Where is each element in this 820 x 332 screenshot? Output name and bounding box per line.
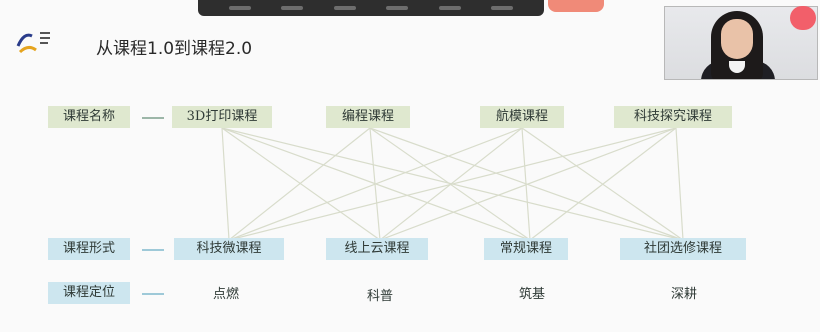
course-position-item: 深耕	[670, 287, 697, 302]
course-name-item: 航模课程	[480, 106, 564, 128]
toolbar-action-button[interactable]	[548, 0, 604, 12]
toolbar-button[interactable]	[281, 6, 304, 10]
arrow-icon	[142, 117, 164, 119]
arrow-icon	[142, 293, 164, 295]
toolbar-button[interactable]	[333, 6, 356, 10]
course-form-item: 社团选修课程	[620, 238, 746, 260]
course-form-item: 科技微课程	[174, 238, 284, 260]
toolbar-button[interactable]	[386, 6, 409, 10]
row-label-course-form: 课程形式	[48, 238, 130, 260]
row-label-course-position: 课程定位	[48, 282, 130, 304]
course-position-item: 科普	[366, 289, 393, 304]
arrow-icon	[142, 249, 164, 251]
speaker-face	[721, 19, 753, 59]
slide-title: 从课程1.0到课程2.0	[96, 39, 253, 59]
row-label-course-name: 课程名称	[48, 106, 130, 128]
toolbar-button[interactable]	[438, 6, 461, 10]
school-logo-icon	[16, 32, 50, 54]
course-name-item: 编程课程	[326, 106, 410, 128]
toolbar-button[interactable]	[491, 6, 514, 10]
course-position-item: 筑基	[518, 287, 545, 302]
course-position-item: 点燃	[212, 287, 239, 302]
course-name-item: 3D打印课程	[172, 106, 272, 128]
meeting-toolbar	[198, 0, 544, 16]
toolbar-button[interactable]	[228, 6, 251, 10]
course-name-item: 科技探究课程	[614, 106, 732, 128]
course-form-item: 常规课程	[484, 238, 568, 260]
course-form-item: 线上云课程	[326, 238, 428, 260]
speaker-collar	[729, 61, 745, 73]
heart-icon[interactable]	[790, 6, 816, 30]
webcam-video	[664, 6, 818, 80]
